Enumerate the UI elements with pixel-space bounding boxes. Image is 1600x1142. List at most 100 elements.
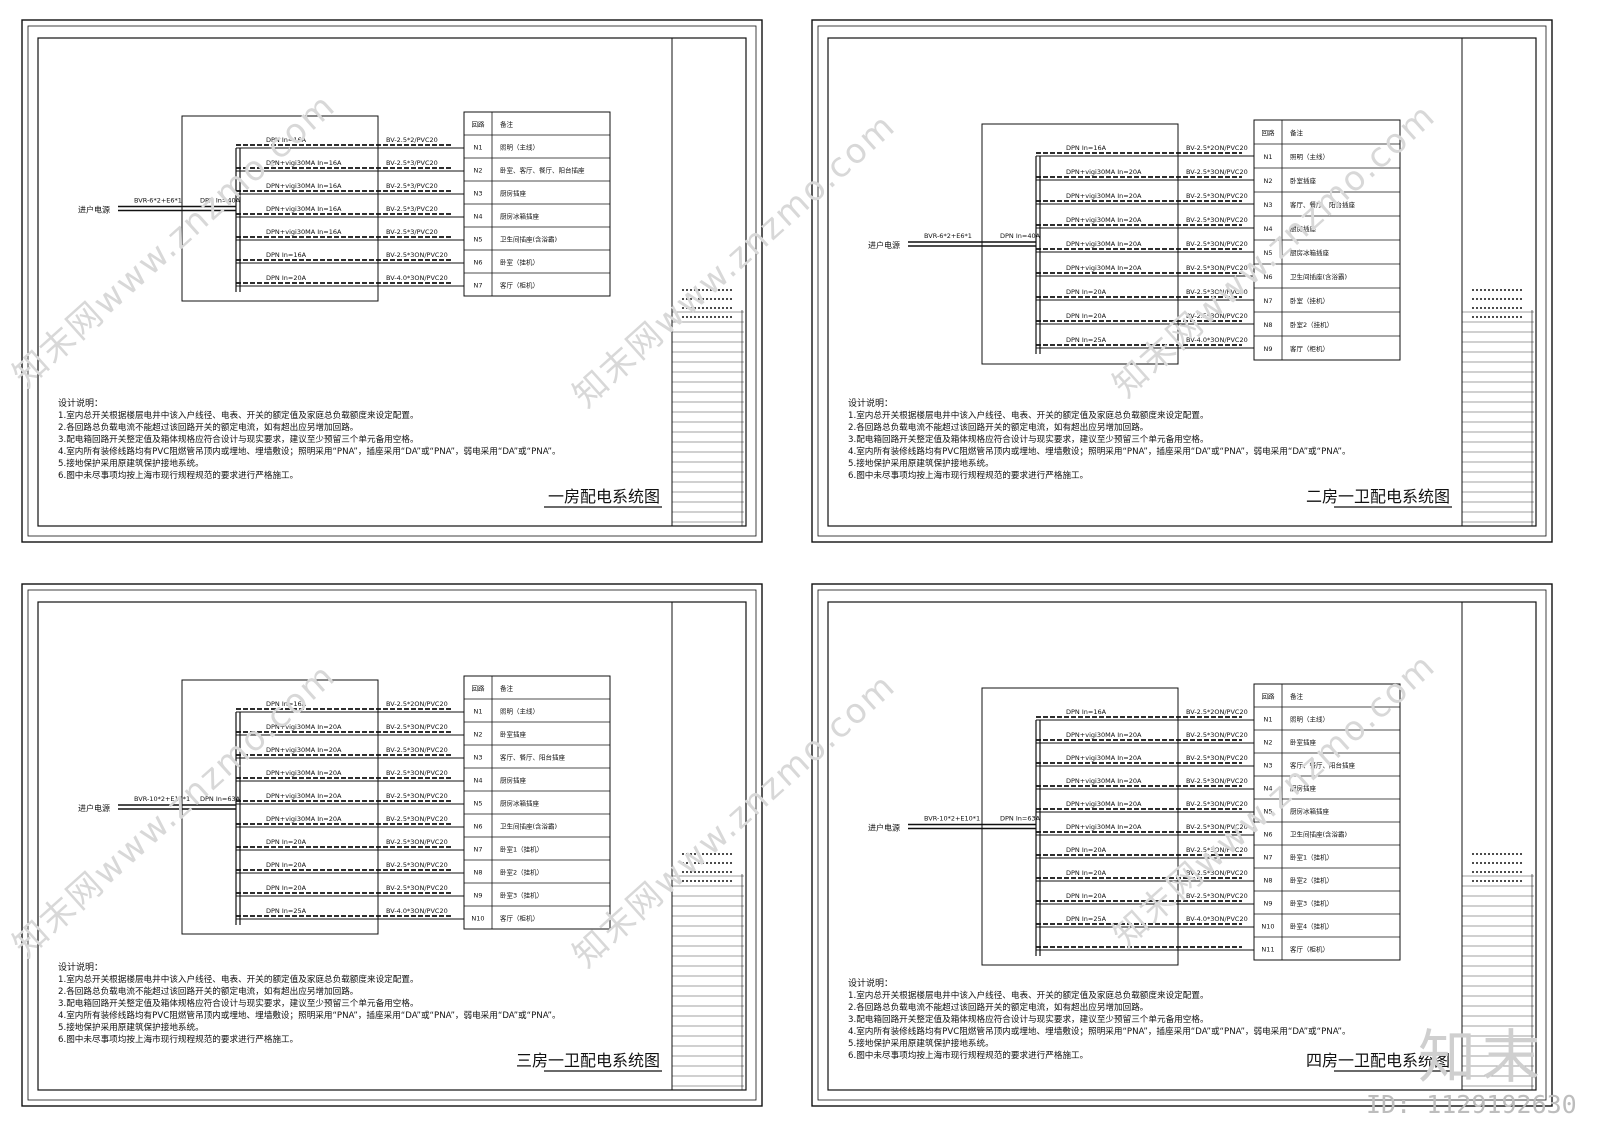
- circuit-cable-spec: BV-2.5*3ON/PVC20: [1186, 846, 1248, 854]
- incoming-power-label: 进户电源: [78, 205, 110, 215]
- circuit-cable-spec: BV-2.5*3ON/PVC20: [386, 884, 448, 892]
- circuit-cable-spec: BV-4.0*3ON/PVC20: [386, 907, 448, 915]
- circuit-cable-spec: BV-2.5*3ON/PVC20: [1186, 288, 1248, 296]
- circuit-cable-spec: BV-2.5*3ON/PVC20: [386, 815, 448, 823]
- circuit-id: N6: [1264, 273, 1273, 281]
- circuit-id: N8: [1264, 321, 1273, 329]
- sheet-inner-frame: [827, 601, 1537, 1091]
- circuit-cable-spec: BV-2.5*3ON/PVC20: [386, 838, 448, 846]
- incoming-power-label: 进户电源: [868, 823, 900, 833]
- circuit-cable-spec: BV-2.5*3ON/PVC20: [1186, 216, 1248, 224]
- circuit-cable-spec: BV-2.5*3ON/PVC20: [386, 251, 448, 259]
- circuit-breaker-spec: DPN+vigi30MA In=16A: [266, 159, 342, 167]
- circuit-id: N5: [1264, 249, 1273, 257]
- design-note-line: 6.图中未尽事项均按上海市现行规程规范的要求进行严格施工。: [848, 1049, 1088, 1061]
- circuit-remark: 卧室插座: [1290, 737, 1317, 746]
- circuit-cable-spec: BV-2.5*3ON/PVC20: [386, 769, 448, 777]
- circuit-cable-spec: BV-2.5*2ON/PVC20: [1186, 708, 1248, 716]
- circuit-id: N4: [474, 212, 483, 220]
- circuit-id: N6: [474, 822, 483, 830]
- circuit-remark: 照明（主线）: [500, 706, 539, 715]
- design-note-line: 2.各回路总负载电流不能超过该回路开关的额定电流，如有超出应另增加回路。: [58, 421, 358, 433]
- circuit-id: N3: [1264, 761, 1273, 769]
- design-note-line: 5.接地保护采用原建筑保护接地系统。: [848, 1037, 994, 1049]
- circuit-table-header: 回路: [472, 683, 486, 692]
- design-note-line: 2.各回路总负载电流不能超过该回路开关的额定电流，如有超出应另增加回路。: [58, 985, 358, 997]
- sheet-middle-frame: [27, 25, 757, 537]
- design-note-line: 3.配电箱回路开关整定值及箱体规格应符合设计与现实要求，建议至少预留三个单元备用…: [848, 1013, 1209, 1025]
- circuit-remark: 厨房插座: [500, 775, 527, 784]
- circuit-id: N2: [474, 730, 483, 738]
- circuit-table-header: 备注: [1290, 691, 1304, 700]
- circuit-remark: 客厅、餐厅、阳台插座: [500, 752, 566, 761]
- design-note-line: 2.各回路总负载电流不能超过该回路开关的额定电流，如有超出应另增加回路。: [848, 1001, 1148, 1013]
- circuit-id: N8: [474, 868, 483, 876]
- design-note-line: 4.室内所有装修线路均有PVC阻燃管吊顶内或埋地、埋墙敷设；照明采用“PNA”，…: [848, 1025, 1351, 1037]
- incoming-power-label: 进户电源: [868, 240, 900, 250]
- circuit-remark: 客厅（柜机）: [500, 913, 539, 922]
- circuit-cable-spec: BV-2.5*3ON/PVC20: [1186, 823, 1248, 831]
- circuit-remark: 厨房冰箱插座: [500, 211, 540, 220]
- circuit-cable-spec: BV-2.5*3ON/PVC20: [386, 861, 448, 869]
- circuit-id: N5: [474, 235, 483, 243]
- circuit-cable-spec: BV-2.5*3ON/PVC20: [1186, 264, 1248, 272]
- circuit-remark: 卧室1（挂机）: [500, 844, 543, 853]
- circuit-breaker-spec: DPN+vigi30MA In=20A: [1066, 754, 1142, 762]
- design-note-line: 1.室内总开关根据楼层电井中该入户线径、电表、开关的额定值及家庭总负载额度来设定…: [58, 409, 419, 421]
- circuit-cable-spec: BV-2.5*3ON/PVC20: [1186, 192, 1248, 200]
- incoming-cable-spec: BVR-10*2+E10*1: [924, 815, 980, 823]
- main-breaker-spec: DPN In=63A: [200, 795, 241, 803]
- circuit-breaker-spec: DPN In=20A: [1066, 312, 1107, 320]
- circuit-id: N6: [474, 258, 483, 266]
- circuit-remark: 卧室插座: [1290, 176, 1317, 185]
- circuit-id: N9: [1264, 345, 1273, 353]
- circuit-breaker-spec: DPN+vigi30MA In=16A: [266, 182, 342, 190]
- design-note-line: 4.室内所有装修线路均有PVC阻燃管吊顶内或埋地、埋墙敷设；照明采用“PNA”，…: [58, 445, 561, 457]
- distribution-box: [981, 687, 1179, 966]
- circuit-table-header: 备注: [500, 119, 514, 128]
- circuit-remark: 卧室插座: [500, 729, 527, 738]
- incoming-power-label: 进户电源: [78, 803, 110, 813]
- circuit-id: N5: [474, 799, 483, 807]
- circuit-breaker-spec: DPN+vigi30MA In=20A: [266, 723, 342, 731]
- circuit-id: N10: [471, 914, 484, 922]
- circuit-id: N1: [1264, 153, 1273, 161]
- circuit-breaker-spec: DPN In=25A: [1066, 336, 1107, 344]
- design-notes-heading: 设计说明：: [848, 977, 893, 989]
- circuit-breaker-spec: DPN+vigi30MA In=20A: [266, 815, 342, 823]
- design-note-line: 4.室内所有装修线路均有PVC阻燃管吊顶内或埋地、埋墙敷设；照明采用“PNA”，…: [58, 1009, 561, 1021]
- design-notes-heading: 设计说明：: [58, 397, 103, 409]
- circuit-id: N7: [1264, 853, 1273, 861]
- circuit-id: N7: [474, 281, 483, 289]
- sheet-inner-frame: [37, 601, 747, 1091]
- circuit-breaker-spec: DPN+vigi30MA In=20A: [1066, 264, 1142, 272]
- circuit-id: N3: [474, 753, 483, 761]
- circuit-breaker-spec: DPN+vigi30MA In=20A: [1066, 777, 1142, 785]
- circuit-table: [463, 675, 611, 930]
- design-note-line: 5.接地保护采用原建筑保护接地系统。: [58, 457, 204, 469]
- main-breaker-spec: DPN In=40A: [200, 197, 241, 205]
- circuit-cable-spec: BV-2.5*3ON/PVC20: [1186, 168, 1248, 176]
- sheet-title: 三房一卫配电系统图: [516, 1051, 660, 1070]
- circuit-cable-spec: BV-4.0*3ON/PVC20: [386, 274, 448, 282]
- circuit-remark: 卧室2（挂机）: [1290, 320, 1333, 329]
- design-note-line: 2.各回路总负载电流不能超过该回路开关的额定电流，如有超出应另增加回路。: [848, 421, 1148, 433]
- design-note-line: 3.配电箱回路开关整定值及箱体规格应符合设计与现实要求，建议至少预留三个单元备用…: [58, 997, 419, 1009]
- distribution-box: [981, 123, 1179, 365]
- circuit-table-header: 备注: [1290, 128, 1304, 137]
- circuit-breaker-spec: DPN In=20A: [1066, 892, 1107, 900]
- circuit-id: N11: [1261, 945, 1274, 953]
- circuit-id: N9: [474, 891, 483, 899]
- circuit-id: N2: [1264, 177, 1273, 185]
- circuit-breaker-spec: DPN In=16A: [1066, 708, 1107, 716]
- sheet-outer-frame: [21, 19, 763, 543]
- circuit-cable-spec: BV-2.5*3ON/PVC20: [1186, 754, 1248, 762]
- design-note-line: 6.图中未尽事项均按上海市现行规程规范的要求进行严格施工。: [58, 1033, 298, 1045]
- incoming-cable-spec: BVR-6*2+E6*1: [134, 197, 182, 205]
- circuit-cable-spec: BV-2.5*3/PVC20: [386, 205, 438, 213]
- distribution-box: [181, 115, 379, 302]
- image-id-label: ID: 1129192630: [1366, 1090, 1577, 1119]
- circuit-remark: 厨房冰箱插座: [500, 798, 540, 807]
- circuit-cable-spec: BV-2.5*3ON/PVC20: [1186, 869, 1248, 877]
- circuit-remark: 客厅（柜机）: [500, 280, 539, 289]
